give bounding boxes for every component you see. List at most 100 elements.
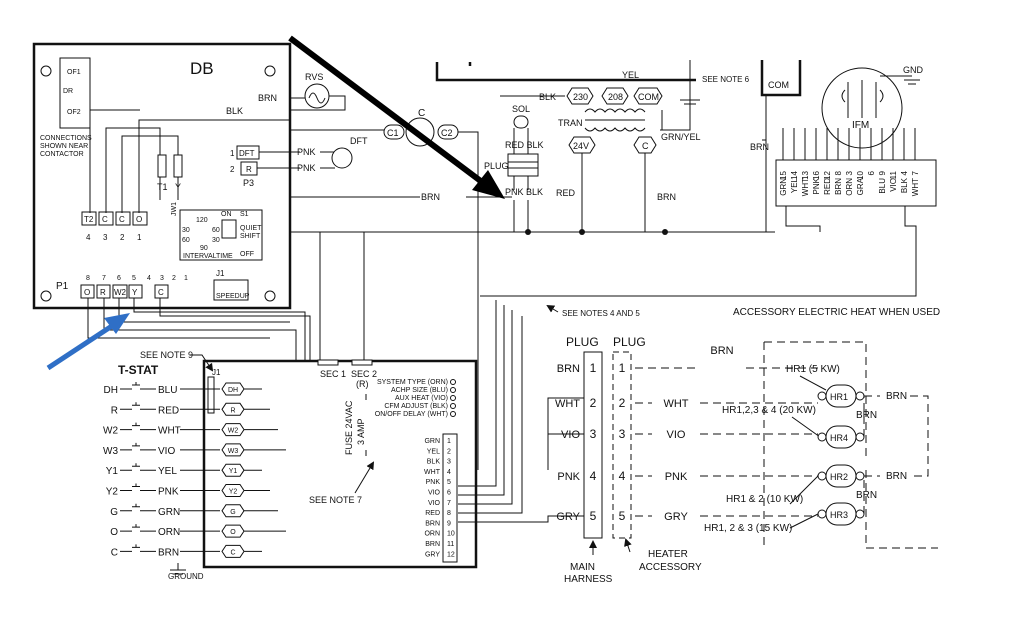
tstat-wire-color: YEL bbox=[158, 466, 177, 477]
transformer: BLK 230 208 COM TRAN 24V C GRN/YEL RED B… bbox=[500, 60, 750, 232]
hr12-label: HR1 & 2 (10 KW) bbox=[726, 494, 803, 505]
ifm-wire-color: ORN bbox=[845, 178, 854, 196]
j1-pin-number: 3 bbox=[447, 459, 451, 466]
tstat-symbol bbox=[120, 544, 156, 552]
ifm-wire-color: VIO bbox=[889, 178, 898, 192]
timer-60b: 60 bbox=[182, 237, 190, 244]
c2-label: C2 bbox=[441, 128, 453, 138]
board-terminal-label: Y1 bbox=[229, 468, 238, 475]
capacitor-label: C bbox=[418, 108, 425, 119]
ifm-pin-number: 15 bbox=[779, 170, 788, 179]
of2-label: OF2 bbox=[67, 109, 81, 116]
defrost-board: DB OF1 DR OF2 CONNECTIONS SHOWN NEAR CON… bbox=[32, 42, 292, 310]
p1-num-7: 7 bbox=[102, 275, 106, 282]
board-terminal-label: W3 bbox=[228, 448, 239, 455]
p1-num-5: 5 bbox=[132, 275, 136, 282]
brn-com-label: BRN bbox=[750, 142, 769, 152]
tstat-wire-color: RED bbox=[158, 405, 179, 416]
accessory-label: ACCESSORY bbox=[639, 562, 702, 573]
speedup-jumper: J1 SPEEDUP bbox=[213, 269, 250, 301]
of1-label: OF1 bbox=[67, 69, 81, 76]
heater-plug-pin: 3 bbox=[619, 427, 626, 441]
tstat-terminal: W3 bbox=[103, 446, 118, 457]
j1-wire-color: BRN bbox=[425, 520, 440, 527]
term-c-b: C bbox=[119, 215, 125, 224]
tstat-wire-color: WHT bbox=[158, 426, 181, 437]
tstat-symbol bbox=[120, 382, 156, 390]
heater-plug-wire: GRY bbox=[664, 511, 688, 523]
option-pin bbox=[450, 395, 456, 401]
main-plug-pin: 2 bbox=[590, 396, 597, 410]
p3-label: P3 bbox=[243, 178, 254, 188]
off-label: OFF bbox=[240, 251, 254, 258]
grn-yel-label: GRN/YEL bbox=[661, 132, 701, 142]
j1-db-label: J1 bbox=[216, 269, 225, 278]
j1-pin-number: 1 bbox=[447, 438, 451, 445]
ground-label: GROUND bbox=[168, 572, 204, 581]
ifm-wire-color: RED bbox=[823, 178, 832, 195]
j1-wire-color: GRY bbox=[425, 551, 440, 558]
p1-label: P1 bbox=[56, 281, 69, 292]
control-option: SYSTEM TYPE (ORN) bbox=[377, 379, 448, 386]
see-note6-label: SEE NOTE 6 bbox=[702, 75, 750, 84]
tran-c-label: C bbox=[642, 141, 649, 151]
black-arrow-head bbox=[472, 170, 505, 199]
j1-pin-number: 2 bbox=[447, 448, 451, 455]
tstat-terminal: G bbox=[110, 507, 118, 518]
ifm-pin-number: 6 bbox=[867, 170, 876, 175]
tstat-wire-color: BLU bbox=[158, 385, 177, 396]
heater-plug-wire: PNK bbox=[665, 471, 688, 483]
db-title: DB bbox=[190, 59, 214, 78]
connections-note-2: SHOWN NEAR bbox=[40, 143, 88, 150]
p3-dft: DFT bbox=[239, 149, 255, 158]
term-num-2: 2 bbox=[120, 233, 125, 242]
tran-label: TRAN bbox=[558, 118, 583, 128]
t1-label: T1 bbox=[157, 182, 168, 192]
p1-connector: P1 8 7 6 5 4 3 2 1 O R W2 Y C bbox=[56, 275, 188, 299]
j1-wire-color: VIO bbox=[428, 500, 441, 507]
term-num-4: 4 bbox=[86, 233, 91, 242]
term-t2: T2 bbox=[84, 215, 94, 224]
control-option: ON/OFF DELAY (WHT) bbox=[375, 411, 448, 418]
board-terminal-label: Y2 bbox=[229, 489, 238, 496]
connections-note-3: CONTACTOR bbox=[40, 151, 84, 158]
control-board bbox=[202, 359, 478, 569]
tstat-wire-color: VIO bbox=[158, 446, 175, 457]
dft-label: DFT bbox=[350, 136, 368, 146]
top-heavy-wires bbox=[435, 62, 696, 82]
option-pin bbox=[450, 379, 456, 385]
p1-num-3: 3 bbox=[160, 275, 164, 282]
option-pin bbox=[450, 411, 456, 417]
j1-pin-number: 4 bbox=[447, 469, 451, 476]
tstat-symbol bbox=[120, 422, 156, 431]
option-pin bbox=[450, 387, 456, 393]
time-label: TIME bbox=[216, 253, 233, 260]
ifm-connector bbox=[775, 159, 937, 207]
tstat-label: T-STAT bbox=[118, 363, 159, 377]
j1-pin-number: 5 bbox=[447, 479, 451, 486]
accessory-heat-label: ACCESSORY ELECTRIC HEAT WHEN USED bbox=[733, 307, 940, 318]
heater-plug-pin: 1 bbox=[619, 361, 626, 375]
p3-num-2: 2 bbox=[230, 165, 235, 174]
p1-num-8: 8 bbox=[86, 275, 90, 282]
board-terminal-label: R bbox=[230, 407, 235, 414]
see-note7-label: SEE NOTE 7 bbox=[309, 495, 362, 505]
p1-y: Y bbox=[132, 288, 138, 297]
ifm-pin-number: 8 bbox=[834, 170, 843, 175]
com-label: COM bbox=[638, 92, 659, 102]
board-terminal-label: C bbox=[230, 549, 235, 556]
pnk-blk-label: PNK BLK bbox=[505, 187, 543, 197]
ifm-pin-number: 9 bbox=[878, 170, 887, 175]
term-c-a: C bbox=[102, 215, 108, 224]
brn-hr2-label: BRN bbox=[886, 471, 907, 482]
tstat-symbol bbox=[120, 442, 156, 451]
tstat-wire-color: ORN bbox=[158, 527, 180, 538]
j1-wire-color: VIO bbox=[428, 490, 441, 497]
main-plug-wire: WHT bbox=[555, 398, 580, 410]
heater-plug-wire: BRN bbox=[710, 345, 733, 357]
main-plug-wire: PNK bbox=[557, 471, 580, 483]
ifm-pin-number: 14 bbox=[790, 170, 799, 179]
main-plug-wire: GRY bbox=[556, 511, 580, 523]
